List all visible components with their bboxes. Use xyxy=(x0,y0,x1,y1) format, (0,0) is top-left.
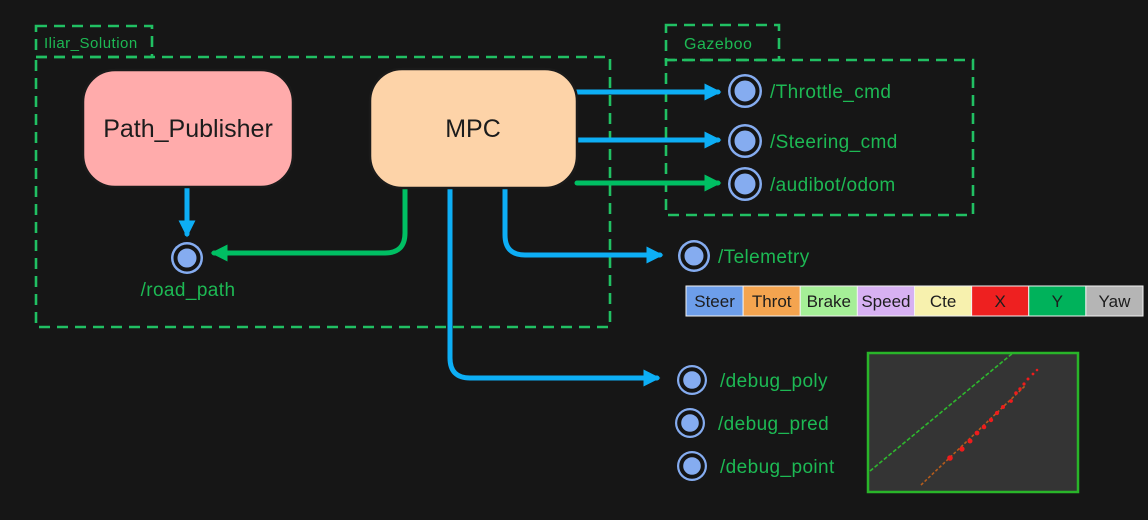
topic-icon-ring xyxy=(730,169,760,199)
topic-steering-cmd: /Steering_cmd xyxy=(728,124,898,158)
edge-mpc-telemetry xyxy=(502,185,664,264)
topic-steering-label: /Steering_cmd xyxy=(770,132,898,153)
topic-debug-pred: /debug_pred xyxy=(675,408,829,438)
topic-debugpred-label: /debug_pred xyxy=(718,414,829,435)
edges xyxy=(178,83,722,387)
topic-throttle-cmd: /Throttle_cmd xyxy=(728,74,891,108)
topic-throttle-label: /Throttle_cmd xyxy=(770,82,891,103)
edge-mpc-debugpoly xyxy=(447,185,661,387)
topic-roadpath-label: /road_path xyxy=(141,280,236,301)
topic-icon-ring xyxy=(730,126,760,156)
topic-debug-poly: /debug_poly xyxy=(677,365,828,395)
plot-dot xyxy=(959,446,965,452)
topic-telemetry: /Telemetry xyxy=(678,240,810,272)
topic-audibot-odom: /audibot/odom xyxy=(728,167,896,201)
node-path-publisher: Path_Publisher xyxy=(81,68,295,189)
plot-dot xyxy=(994,410,1000,416)
topic-road-path: /road_path xyxy=(141,242,236,301)
topic-icon-ring xyxy=(679,367,705,393)
plot-dot xyxy=(981,424,987,430)
topic-icon-ring xyxy=(680,242,708,270)
topic-odom-label: /audibot/odom xyxy=(770,175,896,196)
topic-icon-ring xyxy=(679,453,705,479)
plot-dot xyxy=(1009,399,1013,403)
trajectory-plot xyxy=(866,351,1080,494)
topic-debugpoint-label: /debug_point xyxy=(720,457,835,478)
plot-dot xyxy=(1014,391,1018,395)
topic-icon-ring xyxy=(173,244,201,272)
legend-cell-label: Steer xyxy=(694,292,735,311)
plot-dot xyxy=(1031,372,1035,376)
container-iliar-label: Iliar_Solution xyxy=(44,35,138,52)
topic-icon-ring xyxy=(730,76,760,106)
legend-cell-label: Cte xyxy=(930,292,956,311)
plot-dot xyxy=(947,455,953,461)
topic-debug-point: /debug_point xyxy=(677,451,835,481)
topic-debugpoly-label: /debug_poly xyxy=(720,371,828,392)
edge-mpc-roadpath xyxy=(210,185,408,262)
legend-cell xyxy=(685,285,744,317)
plot-dot xyxy=(1026,377,1030,381)
topic-icon-ring xyxy=(677,410,703,436)
node-path-publisher-label: Path_Publisher xyxy=(103,115,273,143)
plot-waypoint-line xyxy=(920,384,1027,486)
container-iliar-body xyxy=(34,55,612,329)
legend-cell xyxy=(971,285,1030,317)
plot-dot xyxy=(967,438,973,444)
plot-dot xyxy=(1022,382,1026,386)
telemetry-legend: Steer Throt Brake Speed Cte X Y Yaw xyxy=(685,285,1144,317)
legend-cell xyxy=(1085,285,1144,317)
legend-cell xyxy=(1028,285,1087,317)
legend-cell-label: X xyxy=(995,292,1006,311)
legend-cell xyxy=(914,285,973,317)
node-path-publisher-shape xyxy=(81,68,295,189)
node-mpc: MPC xyxy=(368,67,579,190)
legend-cell-label: Throt xyxy=(752,292,792,311)
plot-reference-line xyxy=(869,352,1014,472)
trajectory-plot-frame xyxy=(866,351,1080,494)
node-mpc-shape xyxy=(368,67,579,190)
plot-dot xyxy=(1018,387,1022,391)
plot-dot xyxy=(1001,405,1005,409)
legend-cell xyxy=(742,285,801,317)
container-gazeboo-label: Gazeboo xyxy=(684,36,752,53)
legend-cell xyxy=(799,285,858,317)
legend-cell-label: Y xyxy=(1052,292,1063,311)
legend-cell-label: Brake xyxy=(807,292,851,311)
legend-cell-label: Yaw xyxy=(1099,292,1132,311)
topic-telemetry-label: /Telemetry xyxy=(718,247,810,268)
legend-cell-label: Speed xyxy=(861,292,910,311)
plot-dot xyxy=(988,417,994,423)
node-mpc-label: MPC xyxy=(445,115,501,143)
plot-dot xyxy=(974,430,980,436)
plot-dot xyxy=(1035,368,1039,372)
container-iliar-solution: Iliar_Solution xyxy=(34,24,612,329)
